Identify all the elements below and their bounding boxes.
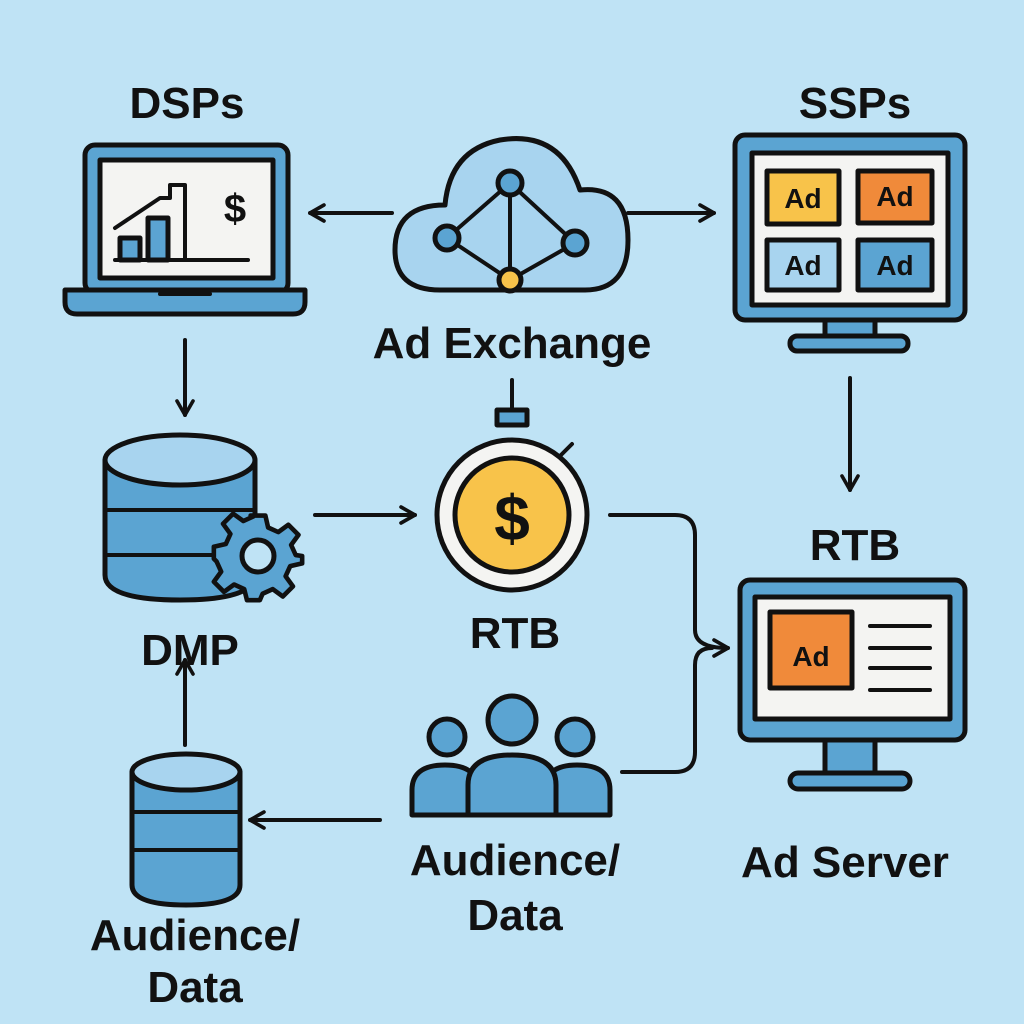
ad-slot: Ad [876, 250, 913, 281]
audience-center-label-1: Audience/ [410, 836, 620, 885]
ad-slot: Ad [784, 250, 821, 281]
arrow-rtb-to-ad-server [608, 513, 730, 658]
ssps-label: SSPs [799, 79, 912, 128]
rtb-center-label: RTB [470, 609, 560, 658]
dsps-label: DSPs [130, 79, 245, 128]
ad-exchange-label: Ad Exchange [373, 319, 652, 368]
dmp-label: DMP [141, 626, 239, 675]
cloud-network-icon [392, 136, 631, 294]
database-gear-icon [102, 432, 305, 603]
audience-left-label-1: Audience/ [90, 911, 300, 960]
dollar-sign: $ [494, 482, 530, 554]
monitor-ads-icon: Ad Ad Ad Ad [732, 132, 968, 354]
monitor-ad-icon: Ad [737, 577, 968, 792]
rtb-right-label: RTB [810, 521, 900, 570]
line-audience-to-ad-server [620, 646, 714, 774]
dollar-sign: $ [224, 187, 246, 231]
audience-center-label-2: Data [467, 891, 563, 940]
ad-slot: Ad [784, 183, 821, 214]
audience-icon [409, 693, 613, 818]
audience-left-label-2: Data [147, 963, 243, 1012]
ad-server-label: Ad Server [741, 838, 949, 887]
database-icon [129, 751, 243, 908]
ad-slot: Ad [792, 641, 829, 672]
stopwatch-dollar-icon: $ [434, 378, 590, 593]
ad-slot: Ad [876, 181, 913, 212]
laptop-chart-icon: $ [62, 142, 308, 317]
